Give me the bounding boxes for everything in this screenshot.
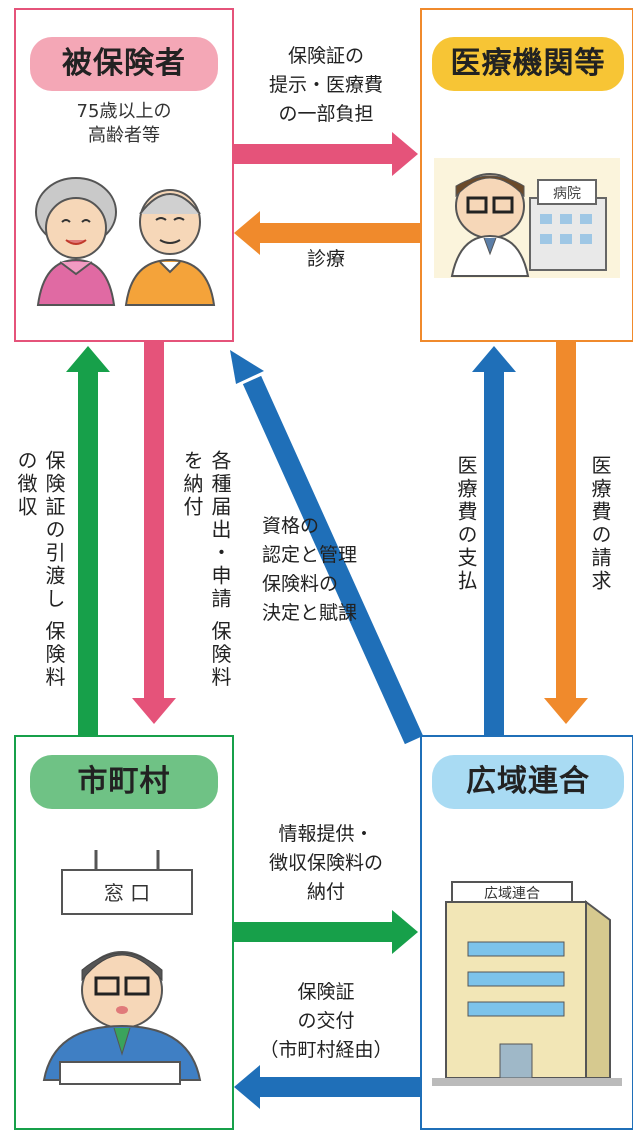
label-line: 保険証の [287, 45, 364, 67]
label-line: 保険料の [262, 573, 339, 595]
label-line: 情報提供・ [278, 823, 374, 845]
label-line: の交付 [297, 1010, 355, 1032]
label-insured-to-medical: 保険証の 提示・医療費 の一部負担 [236, 42, 416, 129]
insured-subtitle-line2: 高齢者等 [88, 125, 160, 146]
elderly-couple-illustration [35, 177, 216, 306]
label-line: の一部負担 [278, 103, 374, 125]
label-line: 納付 [306, 881, 345, 903]
arrow-city-to-insured [66, 346, 110, 735]
union-sign: 広域連合 [484, 886, 540, 902]
label-city-to-insured: 保険証の引渡し 保険料の徴収 [4, 450, 68, 700]
label-insured-to-city: 各種届出・申請 保険料を納付 [170, 450, 234, 700]
arrow-medical-to-insured [234, 211, 420, 255]
label-union-to-insured: 資格の 認定と管理 保険料の 決定と賦課 [262, 512, 412, 628]
hospital-sign: 病院 [553, 186, 581, 202]
label-line: 医療費の請求 [588, 455, 612, 593]
label-line: 決定と賦課 [262, 602, 358, 624]
label-line: 各種届出・申請 [208, 450, 232, 611]
label-medical-to-union: 医療費の請求 [580, 455, 614, 705]
label-union-to-city: 保険証 の交付 （市町村経由） [236, 978, 416, 1065]
arrow-union-to-medical [472, 346, 516, 735]
medical-title: 医療機関等 [432, 37, 624, 91]
label-line: 保険証の引渡し [42, 450, 66, 611]
union-title: 広域連合 [432, 755, 624, 809]
label-union-to-medical: 医療費の支払 [446, 455, 480, 705]
arrow-insured-to-medical [234, 132, 418, 176]
label-line: 徴収保険料の [268, 852, 383, 874]
label-line: 医療費の支払 [454, 455, 478, 593]
label-medical-to-insured: 診療 [236, 245, 416, 274]
label-line: 保険料を納付 [180, 450, 232, 690]
insured-subtitle-line1: 75歳以上の [76, 101, 172, 122]
doctor-hospital-illustration: 病院 [434, 158, 620, 278]
city-counter-illustration: 窓 口 [42, 850, 202, 1085]
insured-subtitle: 75歳以上の 高齢者等 [30, 100, 218, 148]
arrow-union-to-insured [230, 350, 424, 745]
arrow-medical-to-union [544, 342, 588, 724]
label-line: 資格の [262, 515, 320, 537]
label-city-to-union: 情報提供・ 徴収保険料の 納付 [236, 820, 416, 907]
arrow-city-to-union [234, 910, 418, 954]
arrow-insured-to-city [132, 342, 176, 724]
label-line: 保険証 [297, 981, 355, 1003]
label-line: 診療 [306, 248, 345, 270]
label-line: 提示・医療費 [268, 74, 383, 96]
label-line: 保険料の徴収 [14, 450, 66, 690]
insured-title: 被保険者 [30, 37, 218, 91]
counter-sign: 窓 口 [104, 881, 150, 905]
arrow-union-to-city [234, 1065, 420, 1109]
union-building-illustration: 広域連合 [432, 881, 622, 1086]
city-title: 市町村 [30, 755, 218, 809]
label-line: 認定と管理 [262, 544, 358, 566]
label-line: （市町村経由） [259, 1039, 393, 1061]
